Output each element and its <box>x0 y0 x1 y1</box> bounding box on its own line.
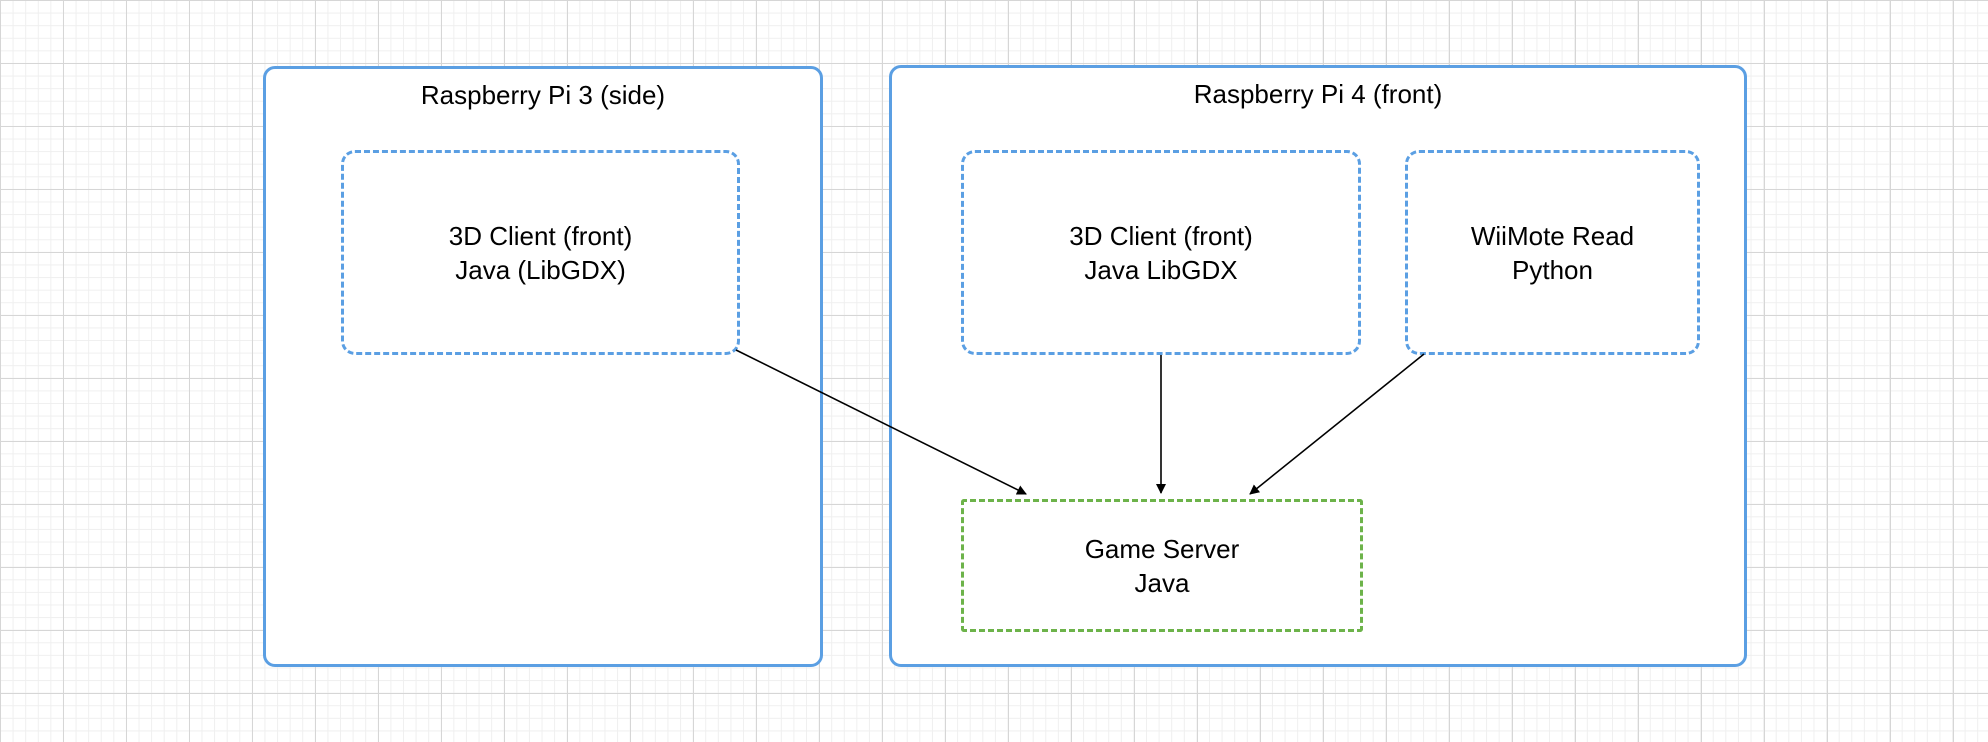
client-pi3-node[interactable]: 3D Client (front) Java (LibGDX) <box>341 150 740 355</box>
game-server-label-line2: Java <box>1134 567 1190 598</box>
game-server-node[interactable]: Game Server Java <box>961 499 1363 632</box>
wiimote-read-node[interactable]: WiiMote Read Python <box>1405 150 1700 355</box>
client-pi4-node[interactable]: 3D Client (front) Java LibGDX <box>961 150 1361 355</box>
raspberry-pi-4-title: Raspberry Pi 4 (front) <box>1193 79 1443 109</box>
client-pi3-label-line1: 3D Client (front) <box>448 220 633 251</box>
wiimote-label-line1: WiiMote Read <box>1470 220 1635 251</box>
wiimote-label-line2: Python <box>1512 254 1593 285</box>
raspberry-pi-3-container[interactable]: Raspberry Pi 3 (side) <box>263 66 823 667</box>
client-pi4-label-line2: Java LibGDX <box>1084 254 1238 285</box>
raspberry-pi-3-title: Raspberry Pi 3 (side) <box>420 80 666 110</box>
game-server-label-line1: Game Server <box>1084 533 1240 564</box>
client-pi4-label-line1: 3D Client (front) <box>1069 220 1253 251</box>
client-pi3-label-line2: Java (LibGDX) <box>455 254 626 285</box>
